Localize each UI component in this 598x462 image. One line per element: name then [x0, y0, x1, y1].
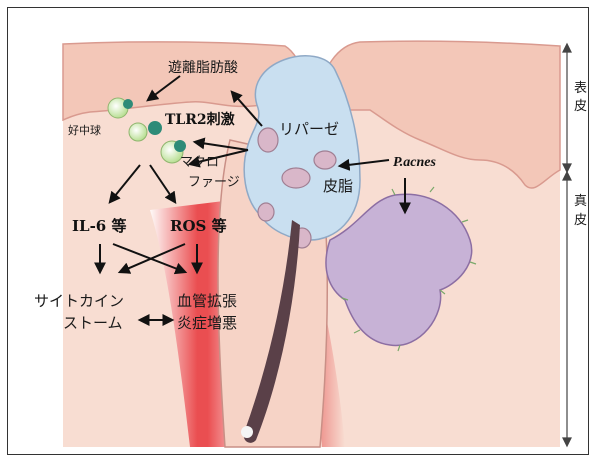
label-ros: ROS 等 [170, 217, 227, 235]
label-dermis-1: 真 [574, 194, 587, 209]
layer-scale [563, 44, 571, 446]
label-neutrophil: 好中球 [68, 123, 101, 137]
label-macrophage-1: マクロ [180, 155, 219, 170]
label-epidermis-2: 皮 [574, 99, 587, 114]
label-cytokine-line2: ストーム [63, 314, 123, 332]
label-tlr2: TLR2刺激 [165, 111, 235, 128]
label-inflammation: 炎症増悪 [177, 314, 237, 332]
label-free-fatty-acid: 遊離脂肪酸 [168, 59, 238, 76]
label-epidermis-1: 表 [574, 81, 587, 96]
label-vasodilation: 血管拡張 [177, 292, 237, 310]
label-cytokine-line1: サイトカイン [34, 292, 124, 310]
label-macrophage-2: ファージ [188, 175, 240, 190]
label-il6: IL-6 等 [72, 217, 126, 235]
hair-bulb [241, 426, 253, 438]
label-lipase: リパーゼ [279, 120, 339, 138]
label-pacnes: P.acnes [393, 155, 436, 170]
label-dermis-2: 皮 [574, 213, 587, 228]
label-sebum: 皮脂 [323, 177, 353, 195]
